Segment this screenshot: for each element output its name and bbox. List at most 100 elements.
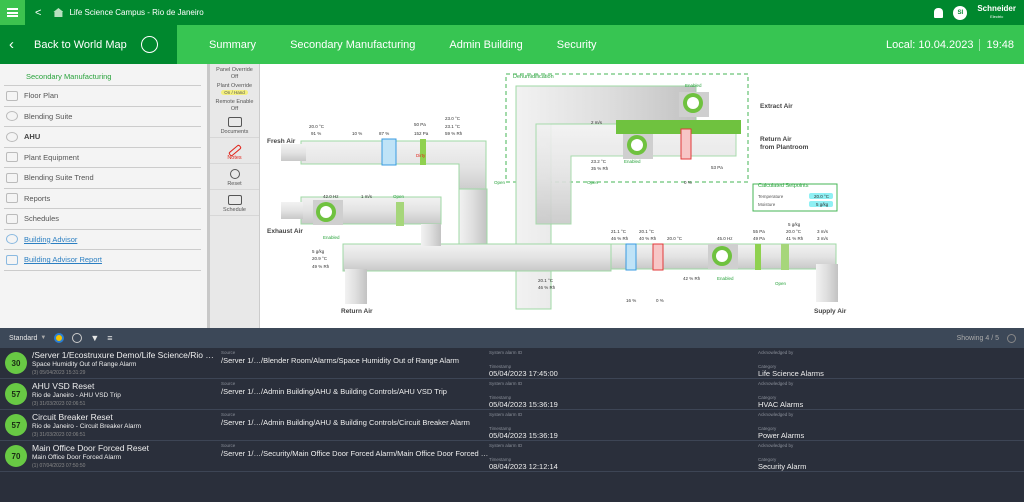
alarm-count-icon[interactable] bbox=[54, 333, 65, 343]
view-select[interactable]: Standard bbox=[9, 334, 38, 342]
supply-outlet bbox=[816, 264, 838, 302]
supply-flow: 3 m/s bbox=[817, 236, 829, 241]
alarm-title: Main Office Door Forced Reset bbox=[32, 443, 149, 453]
source-label: Source bbox=[221, 412, 236, 417]
mixed-temp: 20.1 °C bbox=[538, 278, 554, 283]
chevron-left-icon: ‹ bbox=[9, 36, 14, 53]
schedule-button[interactable]: Schedule bbox=[210, 190, 259, 216]
globe-icon bbox=[140, 36, 158, 53]
filter-icon[interactable]: ▼ bbox=[90, 333, 100, 343]
return-temp: 20.9 °C bbox=[312, 256, 328, 261]
alarm-timestamp: 05/04/2023 17:45:00 bbox=[489, 369, 558, 378]
back-button[interactable]: < bbox=[35, 6, 42, 19]
alarm-source: /Server 1/…/Blender Room/Alarms/Space Hu… bbox=[221, 356, 460, 365]
alarm-title: /Server 1/Ecostruxure Demo/Life Science/… bbox=[32, 350, 218, 360]
sidebar-item-ahu[interactable]: AHU bbox=[4, 127, 201, 148]
sidebar-item-label: AHU bbox=[24, 132, 41, 142]
coil-valve: 87 % bbox=[379, 131, 389, 136]
alarm-title: AHU VSD Reset bbox=[32, 381, 95, 391]
sidebar-item-label: Plant Equipment bbox=[24, 152, 80, 162]
reports-icon bbox=[6, 193, 18, 204]
search-icon[interactable] bbox=[1007, 333, 1016, 343]
tab-admin-building[interactable]: Admin Building bbox=[449, 38, 523, 51]
sidebar-item-schedules[interactable]: Schedules bbox=[4, 209, 201, 230]
exhaust-flow: 1 m/s bbox=[361, 194, 373, 199]
plant-override-select[interactable]: On / Hand bbox=[221, 90, 248, 95]
supply-t2: 20.1 °C bbox=[639, 229, 655, 234]
hamburger-icon bbox=[7, 8, 18, 17]
sidebar-item-reports[interactable]: Reports bbox=[4, 189, 201, 209]
chevron-down-icon[interactable]: ▼ bbox=[40, 335, 47, 341]
block-icon[interactable] bbox=[72, 333, 83, 343]
supply-fan-state: Enabled bbox=[717, 276, 734, 281]
supply-t4: 20.0 °C bbox=[786, 229, 802, 234]
tab-secondary-manufacturing[interactable]: Secondary Manufacturing bbox=[290, 38, 416, 51]
fresh-sp-pa: 50 Pa bbox=[414, 122, 426, 127]
schedule-icon bbox=[227, 195, 242, 205]
columns-icon[interactable]: ≡ bbox=[107, 333, 113, 343]
clock: 19:48 bbox=[986, 38, 1014, 51]
dehum-temp: 23.2 °C bbox=[591, 159, 607, 164]
sidebar-item-building-advisor[interactable]: Building Advisor bbox=[4, 230, 201, 250]
remote-enable-value: Off bbox=[230, 106, 239, 112]
back-to-world-map[interactable]: ‹ Back to World Map bbox=[0, 25, 177, 64]
sidebar-item-building-advisor-report[interactable]: Building Advisor Report bbox=[4, 250, 201, 271]
filter-state: Dirty bbox=[416, 153, 426, 158]
timestamp-label: Timestamp bbox=[489, 364, 512, 369]
sidebar-item-blending-suite[interactable]: Blending Suite bbox=[4, 107, 201, 127]
tool-column: Panel Override Off Plant Override On / H… bbox=[210, 64, 260, 328]
notes-button[interactable]: Notes bbox=[210, 138, 259, 164]
sidebar-item-label: Reports bbox=[24, 193, 51, 203]
sidebar-item-label: Blending Suite Trend bbox=[24, 173, 94, 183]
home-icon[interactable] bbox=[53, 8, 64, 17]
site-title: Life Science Campus - Rio de Janeiro bbox=[69, 8, 204, 17]
dehum-rh: 35 % Rh bbox=[591, 166, 609, 171]
setpoint-temp: 20.0 °C bbox=[814, 194, 830, 199]
sidebar-item-plant-equipment[interactable]: Plant Equipment bbox=[4, 148, 201, 168]
exhaust-hz: 42.0 Hz bbox=[323, 194, 339, 199]
layers-icon bbox=[6, 90, 18, 101]
exhaust-damper: Open bbox=[393, 194, 405, 199]
setpoints-box bbox=[752, 183, 838, 212]
sidebar-item-blending-suite-trend[interactable]: Blending Suite Trend bbox=[4, 168, 201, 189]
source-label: Source bbox=[221, 350, 236, 355]
return-air-label: Return Air bbox=[341, 308, 373, 315]
priority-badge: 30 bbox=[5, 352, 27, 374]
logo-text: Schneider bbox=[977, 3, 1016, 13]
damper-supply bbox=[781, 244, 789, 270]
menu-button[interactable] bbox=[0, 0, 25, 25]
dehum-fan-lower bbox=[623, 134, 653, 159]
heat-wheel bbox=[616, 120, 741, 134]
divider bbox=[979, 38, 981, 51]
sidebar-item-label: Floor Plan bbox=[24, 91, 59, 101]
alarm-subtitle: Main Office Door Forced Alarm bbox=[32, 454, 122, 461]
fresh-air-inlet bbox=[281, 144, 306, 161]
filter-fresh bbox=[420, 139, 426, 165]
supply-rh4: 41 % Rh bbox=[786, 236, 804, 241]
reset-button[interactable]: Reset bbox=[210, 164, 259, 190]
setpoint-temp-pill bbox=[809, 193, 833, 199]
category-label: Category bbox=[758, 457, 777, 462]
bell-icon[interactable] bbox=[934, 7, 944, 18]
tab-security[interactable]: Security bbox=[556, 38, 597, 51]
plant-icon bbox=[6, 152, 18, 163]
dehum-fan-upper bbox=[679, 92, 709, 117]
documents-button[interactable]: Documents bbox=[210, 112, 259, 138]
schedule-label: Schedule bbox=[223, 207, 246, 213]
sidebar-header: Secondary Manufacturing bbox=[4, 64, 201, 86]
sidebar-item-floor-plan[interactable]: Floor Plan bbox=[4, 86, 201, 107]
alarm-subtitle: Space Humidity Out of Range Alarm bbox=[32, 361, 137, 368]
user-avatar[interactable]: SI bbox=[953, 5, 968, 20]
plant-override-label: Plant Override bbox=[216, 83, 253, 89]
tab-summary[interactable]: Summary bbox=[209, 38, 257, 51]
supply-hum: 42 % Rh bbox=[683, 276, 701, 281]
alarm-source: /Server 1/…/Admin Building/AHU & Buildin… bbox=[221, 387, 447, 396]
alarm-row[interactable]: 30/Server 1/Ecostruxure Demo/Life Scienc… bbox=[0, 348, 1024, 379]
damper-exhaust bbox=[396, 202, 404, 226]
documents-label: Documents bbox=[220, 129, 249, 135]
supply-rh1: 46 % Rh bbox=[611, 236, 629, 241]
